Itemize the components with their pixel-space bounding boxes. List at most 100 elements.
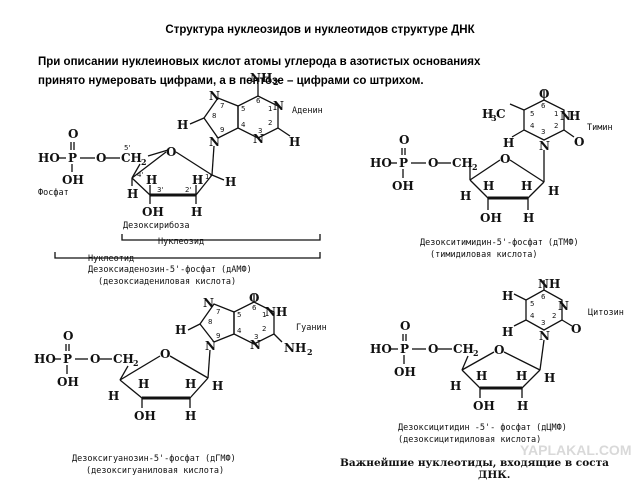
dcmp-label-cytosine: Цитозин [588, 308, 624, 318]
damp-structure: P HO O OH O CH 2 5' Фосфат O 4' [38, 71, 323, 287]
dtmp-label-thymine: Тимин [587, 123, 613, 133]
damp-num-3p: 3' [157, 186, 163, 194]
nucleotide-bracket [54, 252, 321, 259]
damp-bond [189, 117, 205, 125]
dtmp-ch2-sub: 2 [472, 162, 478, 172]
damp-oh-3p: OH [142, 205, 164, 219]
dgmp-nh1: NH [265, 305, 287, 319]
damp-p: P [68, 151, 77, 165]
dgmp-bond [187, 323, 201, 331]
dgmp-nh2-sub: 2 [307, 347, 313, 357]
damp-pyrimidine-ring [237, 95, 279, 139]
dgmp-pyrimidine-ring [233, 301, 275, 345]
dtmp-h6: H [503, 136, 514, 150]
damp-n7: N [209, 89, 220, 103]
damp-num-1p: 1' [205, 173, 211, 181]
dtmp-o-top: O [399, 133, 409, 147]
dgmp-bond [119, 355, 161, 381]
dcmp-ho: HO [370, 342, 392, 356]
intro-text: При описании нуклеиновых кислот атомы уг… [38, 53, 480, 91]
dtmp-h3c-c: C [496, 107, 506, 121]
dtmp-h: H [521, 179, 532, 193]
damp-h: H [191, 205, 202, 219]
dgmp-o-ring: O [160, 347, 170, 361]
dtmp-h3c: H [482, 107, 493, 121]
dcmp-num-6: 6 [541, 293, 546, 301]
damp-n3: N [253, 132, 264, 146]
damp-h: H [225, 175, 236, 189]
damp-o-ring: O [166, 145, 176, 159]
damp-h: H [289, 135, 300, 149]
dgmp-n7: N [203, 296, 214, 310]
dcmp-bond [539, 339, 545, 371]
intro-line-2: принято нумеровать цифрами, а в пентозе … [38, 75, 424, 87]
dcmp-caption-acid: (дезоксицитидиловая кислота) [398, 435, 541, 445]
damp-bond [147, 149, 169, 157]
dcmp-h: H [476, 369, 487, 383]
dtmp-h: H [460, 189, 471, 203]
dtmp-h3c-sub: 3 [491, 113, 497, 123]
dtmp-bond [527, 181, 545, 199]
damp-bond [211, 174, 225, 181]
dgmp-label-guanine: Гуанин [296, 323, 327, 333]
damp-bond [195, 174, 213, 196]
dgmp-oh: OH [57, 375, 79, 389]
dtmp-structure: P HO O OH O CH 2 O H H H H [370, 87, 613, 260]
dgmp-num-2: 2 [262, 325, 266, 333]
dtmp-h-n3: H [569, 109, 580, 123]
damp-deoxyribose-ring: O 4' 1' 3' 2' H H H H OH H Дезоксирибоза [123, 145, 236, 231]
dtmp-bond [509, 103, 525, 111]
dcmp-nh-top: NH [538, 277, 560, 291]
dcmp-o2: O [571, 322, 581, 336]
damp-bond [211, 145, 215, 176]
dtmp-h: H [483, 179, 494, 193]
damp-bond [131, 151, 167, 179]
damp-caption-name: Дезоксиаденозин-5'-фосфат (дАМФ) [88, 265, 252, 275]
dtmp-h: H [548, 184, 559, 198]
dcmp-num-5: 5 [530, 300, 534, 308]
dtmp-caption-acid: (тимидиловая кислота) [430, 250, 537, 260]
dgmp-h: H [185, 377, 196, 391]
damp-num-5: 5 [241, 105, 245, 113]
damp-num-5p: 5' [124, 144, 130, 152]
dgmp-h: H [138, 377, 149, 391]
damp-ch2-sub: 2 [141, 157, 147, 167]
footer-caption-line-1: Важнейшие нуклеотиды, входящие в соста [340, 457, 609, 469]
dtmp-num-4: 4 [530, 122, 535, 130]
damp-num-6: 6 [256, 97, 261, 105]
dgmp-num-6: 6 [252, 304, 257, 312]
dgmp-h: H [212, 379, 223, 393]
dcmp-bond [561, 319, 573, 327]
damp-label-adenine: Аденин [292, 106, 323, 116]
dtmp-caption-name: Дезокситимидин-5'-фосфат (дТМФ) [420, 238, 579, 248]
dcmp-n3: N [558, 299, 569, 313]
dgmp-o-bridge: O [90, 352, 100, 366]
dcmp-o-top: O [400, 319, 410, 333]
damp-num-2p: 2' [185, 186, 191, 194]
damp-imidazole-ring [203, 97, 239, 139]
dcmp-caption-name: Дезоксицитидин -5'- фосфат (дЦМФ) [398, 423, 567, 433]
dtmp-bond [563, 129, 575, 138]
page-title: Структура нуклеозидов и нуклеотидов стру… [165, 24, 475, 36]
dgmp-caption-name: Дезоксигуанозин-5'-фосфат (дГМФ) [72, 454, 236, 464]
dcmp-bond [461, 351, 495, 371]
dcmp-p: P [400, 342, 409, 356]
damp-n9: N [209, 135, 220, 149]
damp-label-nucleoside: Нуклеозид [158, 237, 204, 247]
damp-nh2-sub: 2 [273, 77, 279, 87]
dtmp-oh-3p: OH [480, 211, 502, 225]
dgmp-imidazole-ring [199, 303, 235, 343]
dtmp-o2: O [574, 135, 584, 149]
dtmp-phosphate-group: P HO O OH O CH 2 [370, 133, 478, 193]
damp-h: H [177, 118, 188, 132]
damp-num-4p: 4' [137, 171, 143, 179]
dcmp-phosphate-group: P HO O OH O CH 2 [370, 319, 479, 379]
dtmp-n1: N [539, 139, 550, 153]
dgmp-num-5: 5 [237, 311, 241, 319]
dcmp-h: H [516, 369, 527, 383]
dgmp-num-9: 9 [216, 332, 220, 340]
dtmp-bond [469, 179, 489, 199]
damp-n1: N [273, 99, 284, 113]
dtmp-o-bridge: O [428, 156, 438, 170]
